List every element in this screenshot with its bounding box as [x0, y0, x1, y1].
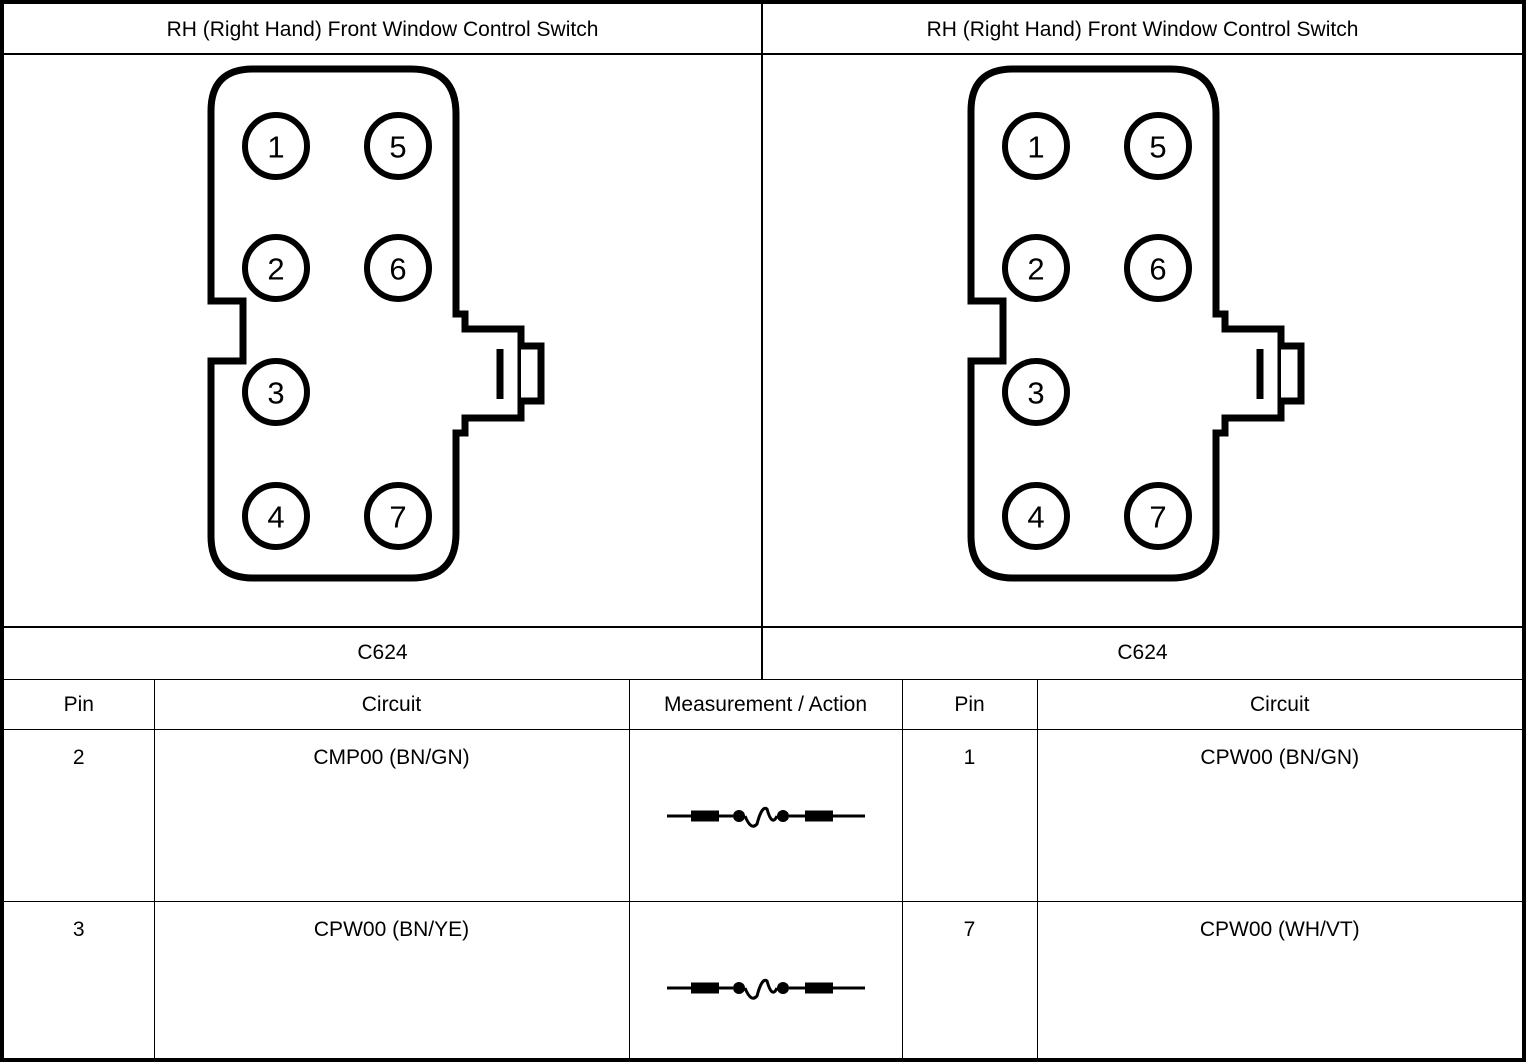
pin-circle-7: [1123, 481, 1192, 550]
pin-label-3: 3: [1027, 375, 1044, 410]
connector-panels: RH (Right Hand) Front Window Control Swi…: [4, 4, 1522, 679]
connector-body-path: [967, 65, 1284, 581]
connector-panel-right: RH (Right Hand) Front Window Control Swi…: [763, 4, 1522, 679]
cell-measurement: [628, 901, 903, 1058]
pin-label-2: 2: [1027, 251, 1044, 286]
connector-id-left: C624: [357, 641, 408, 664]
connector-panel-left: RH (Right Hand) Front Window Control Swi…: [4, 4, 763, 679]
pin-label-1: 1: [1027, 129, 1044, 164]
connector-drawing-left: 1 5 2 6 3 4 7: [4, 55, 761, 628]
cell-measurement: [628, 729, 903, 902]
wire-continuity-check-symbol: [666, 806, 865, 828]
cell-pin-left: 3: [4, 901, 155, 1058]
pin-label-7: 7: [389, 499, 406, 534]
cell-circuit-right: CPW00 (WH/VT): [1036, 901, 1522, 1058]
pin-label-4: 4: [267, 499, 284, 534]
pin-label-2: 2: [267, 251, 284, 286]
table-row: 2 CMP00 (BN/GN): [4, 729, 1522, 902]
cell-pin-left: 2: [4, 729, 155, 902]
pin-label-6: 6: [1149, 251, 1166, 286]
pin-circle-2: [1001, 233, 1070, 302]
wire-continuity-check-symbol: [666, 978, 865, 1000]
pin-circuit-table-wrapper: Pin Circuit Measurement / Action Pin Cir…: [4, 679, 1522, 1058]
pin-label-6: 6: [389, 251, 406, 286]
column-header-measurement: Measurement / Action: [628, 679, 903, 730]
pin-circle-1: [241, 111, 310, 180]
column-header-pin-right: Pin: [901, 679, 1038, 730]
pin-circle-4: [241, 481, 310, 550]
pin-label-4: 4: [1027, 499, 1044, 534]
cell-circuit-right: CPW00 (BN/GN): [1036, 729, 1522, 902]
pin-circle-1: [1001, 111, 1070, 180]
pin-circle-7: [363, 481, 432, 550]
column-header-circuit-left: Circuit: [153, 679, 630, 730]
pin-circuit-table: Pin Circuit Measurement / Action Pin Cir…: [4, 679, 1522, 1058]
latch-tab-path: [520, 342, 544, 404]
pin-circle-6: [363, 233, 432, 302]
pin-label-7: 7: [1149, 499, 1166, 534]
panel-title-right: RH (Right Hand) Front Window Control Swi…: [763, 4, 1522, 55]
cell-circuit-left: CPW00 (BN/YE): [153, 901, 630, 1058]
table-header-row: Pin Circuit Measurement / Action Pin Cir…: [4, 679, 1522, 730]
connector-outline-right: 1 5 2 6 3 4 7: [963, 61, 1323, 621]
pin-circle-3: [241, 357, 310, 426]
pin-label-5: 5: [389, 129, 406, 164]
connector-drawing-right: 1 5 2 6 3 4 7: [763, 55, 1522, 628]
pin-label-5: 5: [1149, 129, 1166, 164]
connector-id-right: C624: [1117, 641, 1168, 664]
connector-outline-left: 1 5 2 6 3 4 7: [203, 61, 563, 621]
pin-label-1: 1: [267, 129, 284, 164]
pin-circle-4: [1001, 481, 1070, 550]
column-header-circuit-right: Circuit: [1036, 679, 1522, 730]
pin-circle-5: [1123, 111, 1192, 180]
pin-circle-3: [1001, 357, 1070, 426]
cell-pin-right: 1: [901, 729, 1038, 902]
cell-circuit-left: CMP00 (BN/GN): [153, 729, 630, 902]
cell-pin-right: 7: [901, 901, 1038, 1058]
latch-tab-path: [1280, 342, 1304, 404]
connector-body-path: [207, 65, 524, 581]
pin-circle-6: [1123, 233, 1192, 302]
pin-label-3: 3: [267, 375, 284, 410]
table-row: 3 CPW00 (BN/YE): [4, 901, 1522, 1058]
pin-circle-2: [241, 233, 310, 302]
panel-title-left: RH (Right Hand) Front Window Control Swi…: [4, 4, 761, 55]
pin-circle-5: [363, 111, 432, 180]
column-header-pin-left: Pin: [4, 679, 155, 730]
